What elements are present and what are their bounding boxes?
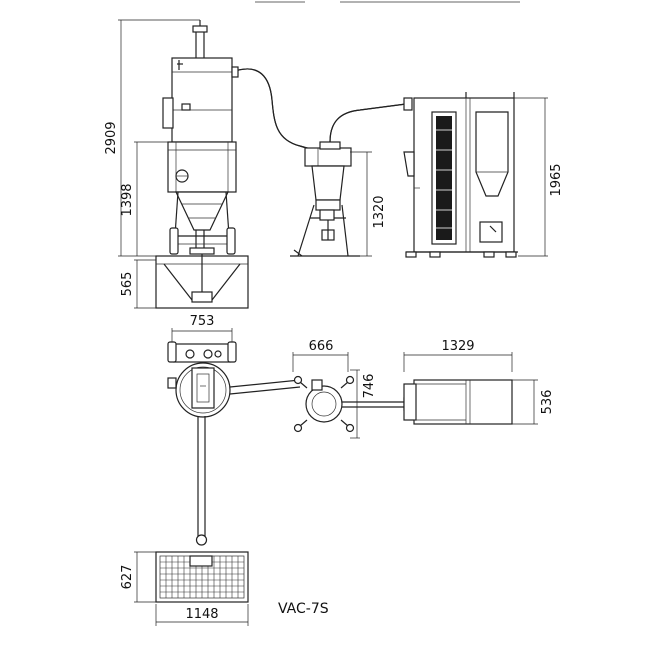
dim-hopper-width: 753 xyxy=(190,314,215,329)
dim-grid-width: 1148 xyxy=(185,607,218,622)
cyclone-separator xyxy=(290,141,360,257)
hopper-loader xyxy=(162,20,237,255)
dim-cyclone-height: 1320 xyxy=(372,195,387,228)
dim-hopper-height: 1398 xyxy=(120,183,135,216)
dim-cyclone-depth: 746 xyxy=(362,374,377,399)
hopper-plan xyxy=(167,341,237,418)
feed-stand-side xyxy=(155,254,249,309)
dim-grid-depth: 627 xyxy=(120,565,135,590)
dim-cyclone-width: 666 xyxy=(309,339,334,354)
cyclone-plan xyxy=(293,375,415,433)
dim-cabinet-depth: 536 xyxy=(540,390,555,415)
vacuum-cabinet xyxy=(403,92,518,258)
dim-cabinet-height: 1965 xyxy=(549,163,564,196)
dim-total-height: 2909 xyxy=(104,121,119,154)
cabinet-plan xyxy=(403,379,513,425)
dim-cabinet-width: 1329 xyxy=(441,339,474,354)
model-label: VAC-7S xyxy=(278,601,329,617)
side-view: 2909 1398 565 xyxy=(104,1,564,309)
dim-stand-height: 565 xyxy=(120,272,135,297)
grid-feed-station xyxy=(155,551,249,603)
suction-hose xyxy=(231,68,319,151)
side-dimensions: 2909 1398 565 xyxy=(104,19,200,309)
top-view: 753 666 xyxy=(120,314,555,626)
